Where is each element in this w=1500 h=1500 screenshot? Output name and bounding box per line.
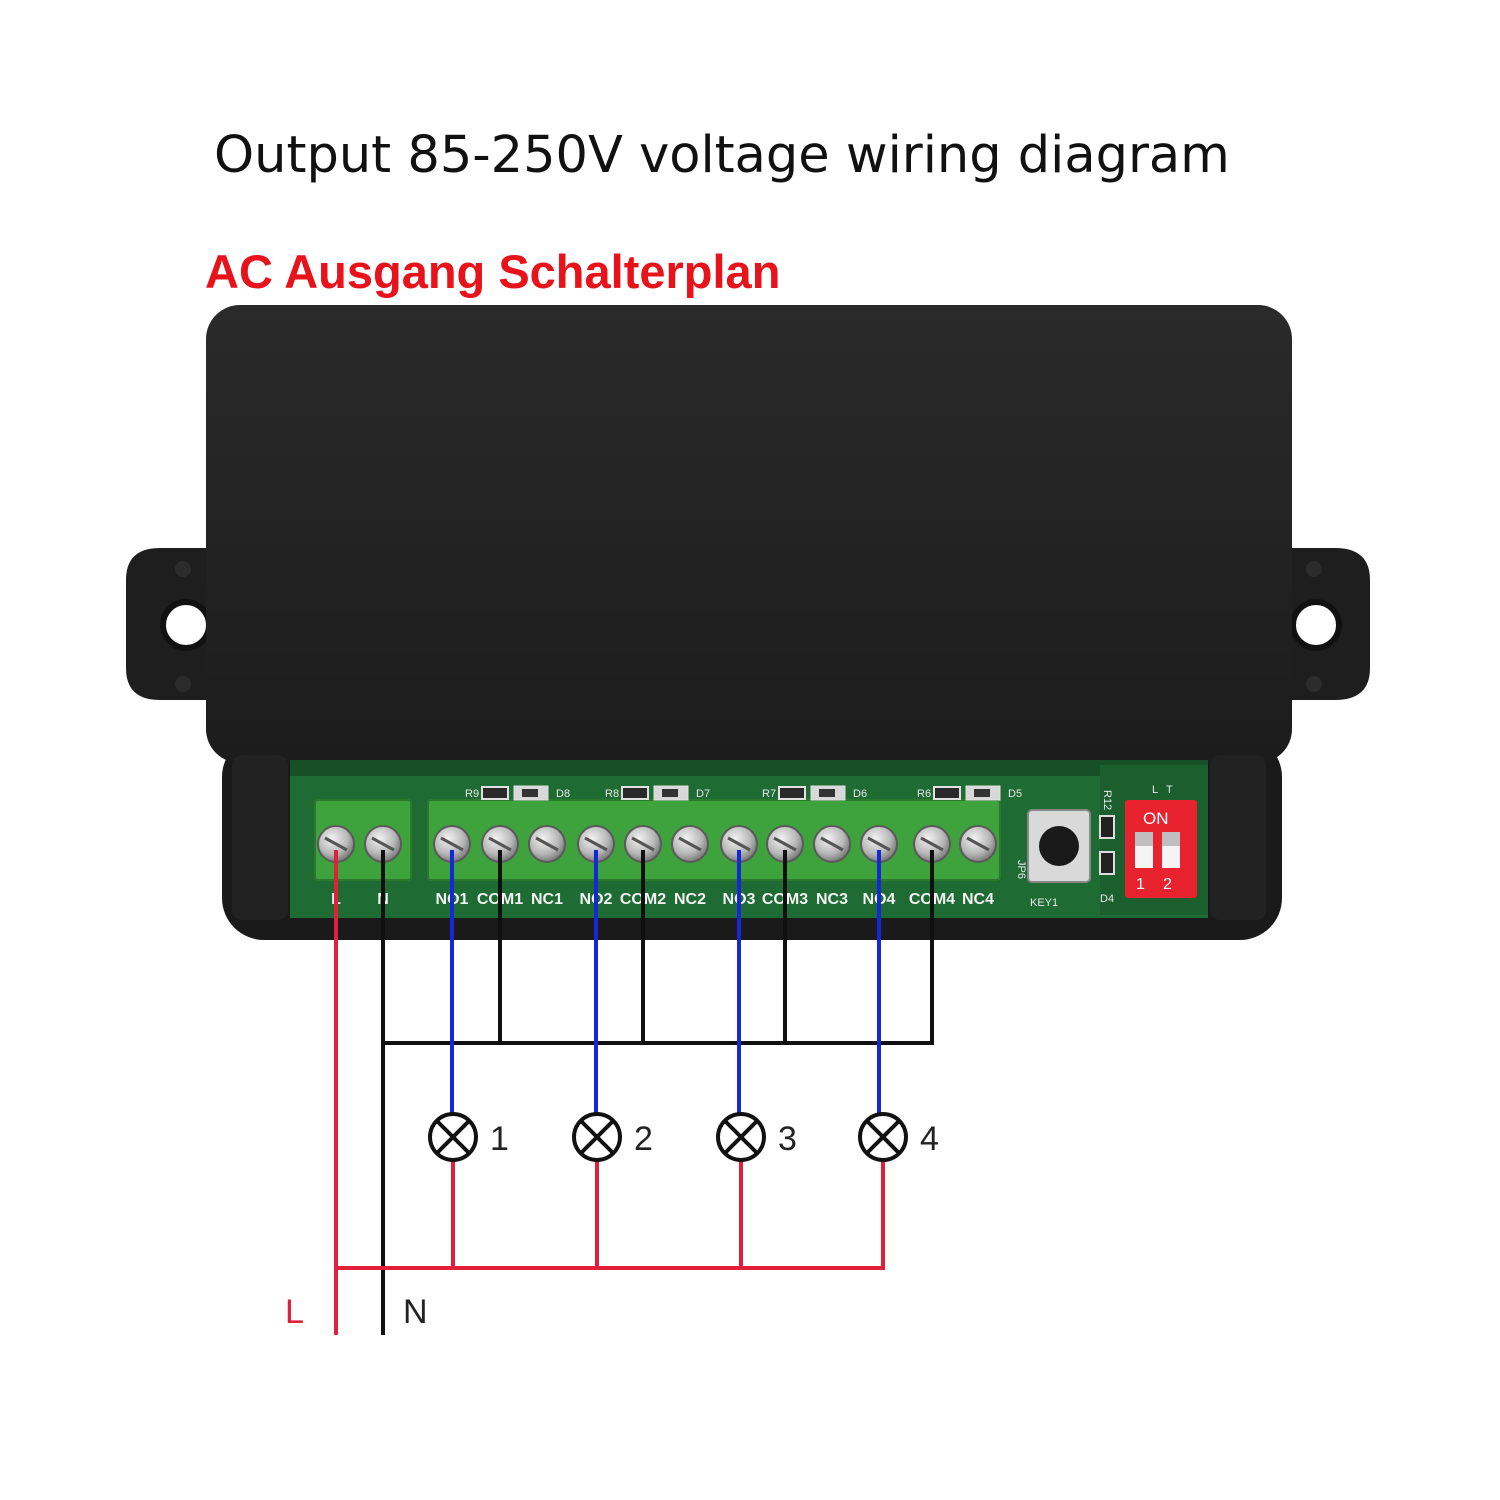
diagram-title: Output 85-250V voltage wiring diagram [214, 126, 1230, 185]
mount-hole-left [160, 599, 212, 651]
dip-pos-1: 1 [1136, 876, 1145, 893]
supply-live-label: L [285, 1293, 304, 1331]
relay-indicator-3: R7 D6 [762, 785, 867, 801]
housing-lid [206, 305, 1292, 763]
lamp-label: 4 [920, 1120, 939, 1158]
led-label: D6 [853, 788, 867, 800]
mounting-ear-left [126, 548, 215, 700]
lamp-3: 3 [716, 1112, 797, 1162]
terminal-no4 [860, 825, 898, 863]
dip-marker-l: L [1152, 784, 1158, 796]
terminal-com1 [481, 825, 519, 863]
lamp-label: 2 [634, 1120, 653, 1158]
led-label: D7 [696, 788, 710, 800]
terminal-label: NC4 [962, 891, 994, 908]
diagram-subtitle: AC Ausgang Schalterplan [205, 245, 781, 298]
terminal-nc2 [671, 825, 709, 863]
lamp-label: 3 [778, 1120, 797, 1158]
dip-switch: ON 1 2 L T [1125, 784, 1197, 898]
dip-marker-t: T [1166, 784, 1173, 796]
terminal-nc4 [959, 825, 997, 863]
terminal-block-relays [427, 799, 1001, 881]
terminal-nc1 [528, 825, 566, 863]
terminal-nc3 [813, 825, 851, 863]
jp-label: JP6 [1015, 860, 1027, 879]
resistor [621, 786, 649, 800]
relay-indicator-1: R9 D8 [465, 785, 570, 801]
dip-pos-2: 2 [1163, 876, 1172, 893]
lamp-2: 2 [572, 1112, 653, 1162]
led-label: D8 [556, 788, 570, 800]
mounting-ear-right [1270, 548, 1370, 700]
led-label: D5 [1008, 788, 1022, 800]
lamp-label: 1 [490, 1120, 509, 1158]
resistor-label: R8 [605, 788, 619, 800]
r12-label: R12 [1101, 790, 1113, 810]
relay-indicator-2: R8 D7 [605, 785, 710, 801]
d4-label: D4 [1100, 893, 1114, 905]
resistor-label: R6 [917, 788, 931, 800]
terminal-label: NC3 [816, 891, 848, 908]
relay-indicator-4: R6 D5 [917, 785, 1022, 801]
terminal-label: NC1 [531, 891, 563, 908]
resistor-label: R9 [465, 788, 479, 800]
resistor [481, 786, 509, 800]
terminal-label: NC2 [674, 891, 706, 908]
supply-neutral-label: N [403, 1293, 428, 1331]
terminal-com4 [913, 825, 951, 863]
learn-button: KEY1 JP6 [1015, 809, 1091, 909]
terminal-n [364, 825, 402, 863]
terminal-no1 [433, 825, 471, 863]
key-label: KEY1 [1030, 897, 1058, 909]
wiring [334, 850, 934, 1335]
mount-hole-right [1290, 599, 1342, 651]
lamp-4: 4 [858, 1112, 939, 1162]
lamp-1: 1 [428, 1112, 509, 1162]
dip-on-label: ON [1143, 809, 1169, 828]
resistor [778, 786, 806, 800]
resistor-label: R7 [762, 788, 776, 800]
aux-components: R12 D4 [1099, 790, 1115, 905]
resistor [933, 786, 961, 800]
